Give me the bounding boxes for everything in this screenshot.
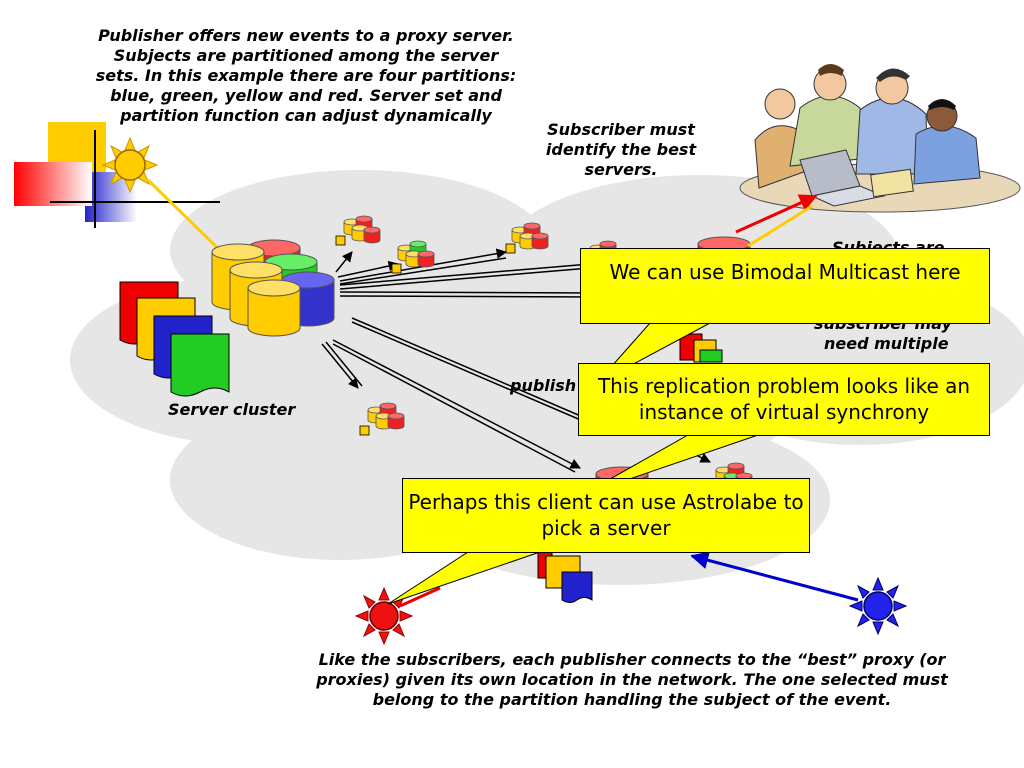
subscriber-must-note: Subscriber must identify the best server… [545,120,697,179]
astrolabe-callout-tail [387,551,541,605]
subscriber-arrow [735,194,818,234]
server-cluster [211,239,335,337]
bimodal-multicast-callout: We can use Bimodal Multicast here [580,248,990,324]
slide-decoration [14,122,220,228]
server-cluster-label: Server cluster [168,400,296,419]
blue-publisher-arrow [690,551,859,602]
yellow-publisher-sun-icon [101,136,159,194]
publish-partial-text: publish [510,376,577,395]
subscriber-arrow-yellow [747,204,813,248]
blue-publisher-sun-icon [848,576,908,636]
need-multiple-partial-text: need multiple [824,334,949,353]
red-publisher-arrow [399,586,441,608]
publisher-offers-note: Publisher offers new events to a proxy s… [95,26,517,125]
subscriber-people-icon [739,64,1021,213]
proxy-server-icon [335,215,753,490]
subject-documents [119,281,230,397]
replication-arrows [321,248,711,473]
astrolabe-callout: Perhaps this client can use Astrolabe to… [402,478,810,553]
like-subscribers-note: Like the subscribers, each publisher con… [316,650,948,709]
virtual-synchrony-callout: This replication problem looks like an i… [578,363,990,436]
